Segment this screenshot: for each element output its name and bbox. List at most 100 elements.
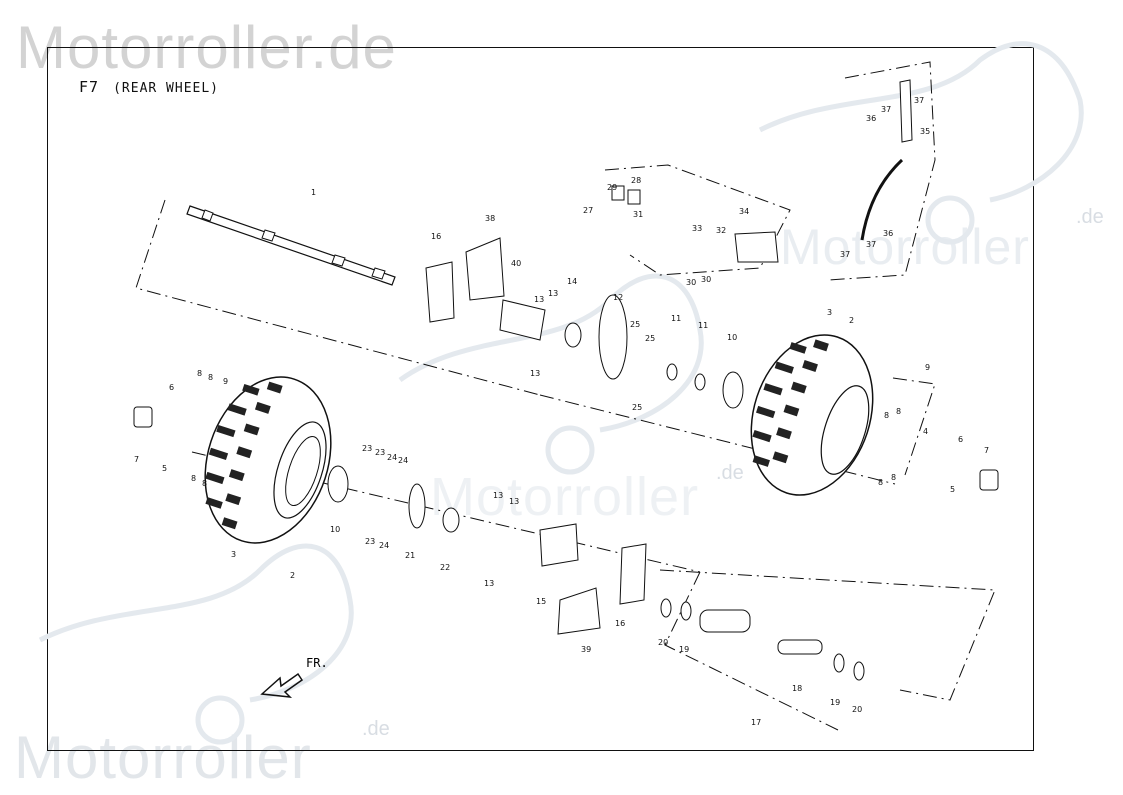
- part-label: 32: [716, 226, 726, 235]
- seal-19a: [680, 601, 692, 621]
- part-label: 9: [925, 363, 930, 372]
- part-label: 21: [405, 551, 415, 560]
- bracket-16b: [619, 543, 647, 605]
- watermark-right: Motorroller: [780, 219, 1030, 275]
- part-label: 29: [607, 183, 617, 192]
- diagram-frame: [47, 47, 1034, 751]
- watermark-bottom: Motorroller: [14, 724, 312, 791]
- part-label: 25: [632, 403, 642, 412]
- part-label: 13: [548, 289, 558, 298]
- part-label: 17: [751, 718, 761, 727]
- part-label: 34: [739, 207, 749, 216]
- part-label: 25: [645, 334, 655, 343]
- watermark-scooter-shapes: [38, 41, 1084, 745]
- bearing-20b: [853, 661, 865, 681]
- watermark-bottom-suffix: .de: [362, 718, 390, 740]
- part-label: 3: [827, 308, 832, 317]
- part-label: 12: [613, 293, 623, 302]
- washer-11a: [666, 363, 678, 381]
- part-label: 6: [958, 435, 963, 444]
- part-label: 5: [162, 464, 167, 473]
- diagram-code: F7: [79, 78, 100, 96]
- part-label: 33: [692, 224, 702, 233]
- part-label: 8: [208, 373, 213, 382]
- part-label: 35: [920, 127, 930, 136]
- part-label: 37: [866, 240, 876, 249]
- part-label: 22: [440, 563, 450, 572]
- left-tire: [204, 376, 332, 544]
- part-label: 38: [485, 214, 495, 223]
- part-label: 11: [671, 314, 681, 323]
- brake-disc-12: [598, 294, 628, 380]
- part-label: 18: [792, 684, 802, 693]
- guard-39: [557, 587, 601, 635]
- part-label: 5: [950, 485, 955, 494]
- part-label: 13: [484, 579, 494, 588]
- hub-14: [564, 322, 582, 348]
- part-label: 19: [830, 698, 840, 707]
- part-label: 13: [530, 369, 540, 378]
- part-label: 31: [633, 210, 643, 219]
- guard-38: [465, 237, 505, 301]
- part-label: 2: [290, 571, 295, 580]
- part-label: 4: [923, 427, 928, 436]
- brake-hose-curve: [860, 158, 904, 241]
- brake-hose-35: [899, 79, 913, 143]
- part-label: 23: [365, 537, 375, 546]
- hub-cap-right: [979, 469, 999, 491]
- hubs-and-small-parts: [133, 79, 999, 681]
- part-label: 14: [567, 277, 577, 286]
- part-label: 15: [536, 597, 546, 606]
- part-label: 13: [509, 497, 519, 506]
- part-label: 24: [387, 453, 397, 462]
- watermark-right-suffix: .de: [1076, 206, 1104, 228]
- part-labels: 1 16 38 40 13 13 14 12 25 25 25 13 11 11…: [134, 96, 989, 727]
- part-label: 16: [615, 619, 625, 628]
- wheel-hub-right: [722, 371, 744, 409]
- part-label: 8: [896, 407, 901, 416]
- part-label: 13: [493, 491, 503, 500]
- diagram-title: F7 (REAR WHEEL): [79, 78, 219, 96]
- axle-housing-18-sleeve: [699, 609, 751, 633]
- part-label: 8: [197, 369, 202, 378]
- brake-pad-29: [611, 185, 625, 201]
- hub-cap-left: [133, 406, 153, 428]
- front-direction-arrow-icon: [260, 672, 304, 698]
- part-label: 10: [330, 525, 340, 534]
- part-label: 7: [984, 446, 989, 455]
- part-label: 23: [362, 444, 372, 453]
- part-label: 8: [191, 474, 196, 483]
- part-label: 25: [630, 320, 640, 329]
- right-tire: [750, 334, 874, 496]
- part-label: 9: [223, 377, 228, 386]
- part-label: 30: [686, 278, 696, 287]
- part-label: 28: [631, 176, 641, 185]
- spacer-18: [777, 639, 823, 655]
- bracket-16a: [425, 261, 455, 323]
- wheel-hub-left: [327, 465, 349, 503]
- part-label: 37: [881, 105, 891, 114]
- bearing-20a: [660, 598, 672, 618]
- part-label: 13: [534, 295, 544, 304]
- part-label: 36: [866, 114, 876, 123]
- part-label: 1: [311, 188, 316, 197]
- part-label: 39: [581, 645, 591, 654]
- washer-11b: [694, 373, 706, 391]
- part-label: 10: [727, 333, 737, 342]
- part-label: 8: [884, 411, 889, 420]
- watermark-middle-suffix: .de: [716, 462, 744, 484]
- part-label: 27: [583, 206, 593, 215]
- part-label: 20: [658, 638, 668, 647]
- part-label: 8: [891, 473, 896, 482]
- part-label: 30: [701, 275, 711, 284]
- part-label: 40: [511, 259, 521, 268]
- watermark-middle: Motorroller: [430, 467, 700, 527]
- part-label: 16: [431, 232, 441, 241]
- part-label: 24: [398, 456, 408, 465]
- rear-axle: [186, 205, 396, 286]
- brake-caliper: [734, 231, 779, 263]
- part-label: 7: [134, 455, 139, 464]
- part-label: 6: [169, 383, 174, 392]
- brake-disc-hub: [408, 483, 426, 529]
- part-label: 36: [883, 229, 893, 238]
